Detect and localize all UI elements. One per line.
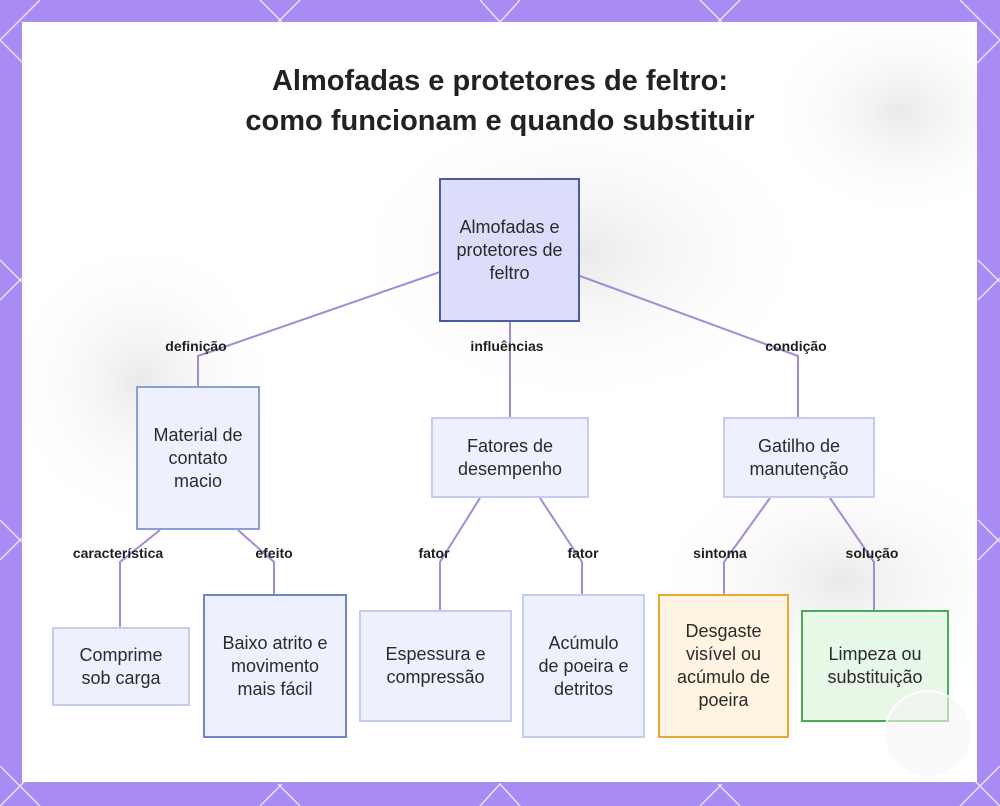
edge-root-gatilho — [579, 275, 799, 417]
edge-label-solucao: solução — [845, 545, 899, 561]
node-desgaste: Desgaste visível ou acúmulo de poeira — [658, 594, 789, 738]
title-line-1: Almofadas e protetores de feltro: — [271, 65, 729, 97]
node-root: Almofadas e protetores de feltro — [439, 178, 580, 322]
node-acumulo-text: Acúmulo de poeira e detritos — [538, 632, 629, 699]
node-root-text: Almofadas e protetores de feltro — [456, 216, 563, 283]
edge-label-condicao: condição — [765, 338, 827, 354]
watermark-logo-icon — [884, 690, 972, 778]
node-fatores-text: Fatores de desempenho — [457, 435, 563, 479]
edge-label-caracteristica: característica — [72, 545, 164, 561]
edge-label-influencias: influências — [470, 338, 544, 354]
edge-label-sintoma: sintoma — [693, 545, 747, 561]
edge-root-material — [197, 271, 441, 386]
node-comprime: Comprime sob carga — [52, 627, 190, 706]
node-gatilho: Gatilho de manutenção — [723, 417, 875, 498]
node-fatores: Fatores de desempenho — [431, 417, 589, 498]
edge-fatores-acumulo — [539, 497, 583, 594]
edge-gatilho-limpeza — [829, 497, 875, 610]
node-espessura: Espessura e compressão — [359, 610, 512, 722]
edge-fatores-espessura — [439, 497, 481, 610]
edge-material-baixo — [237, 529, 275, 594]
title-line-2: como funcionam e quando substituir — [245, 105, 755, 137]
node-desgaste-text: Desgaste visível ou acúmulo de poeira — [676, 621, 771, 710]
node-material-text: Material de contato macio — [153, 424, 243, 491]
node-gatilho-text: Gatilho de manutenção — [749, 435, 849, 479]
edge-label-definicao: definição — [165, 338, 227, 354]
node-acumulo: Acúmulo de poeira e detritos — [522, 594, 645, 738]
edge-label-efeito: efeito — [255, 545, 293, 561]
node-espessura-text: Espessura e compressão — [385, 644, 486, 687]
node-baixo: Baixo atrito e movimento mais fácil — [203, 594, 347, 738]
edge-gatilho-desgaste — [723, 497, 771, 594]
edge-label-fator-2: fator — [567, 545, 599, 561]
edge-label-fator-1: fator — [418, 545, 450, 561]
node-comprime-text: Comprime sob carga — [79, 644, 163, 688]
node-limpeza-text: Limpeza ou substituição — [827, 644, 923, 687]
node-material: Material de contato macio — [136, 386, 260, 530]
edge-material-comprime — [119, 529, 161, 627]
node-baixo-text: Baixo atrito e movimento mais fácil — [222, 632, 328, 699]
